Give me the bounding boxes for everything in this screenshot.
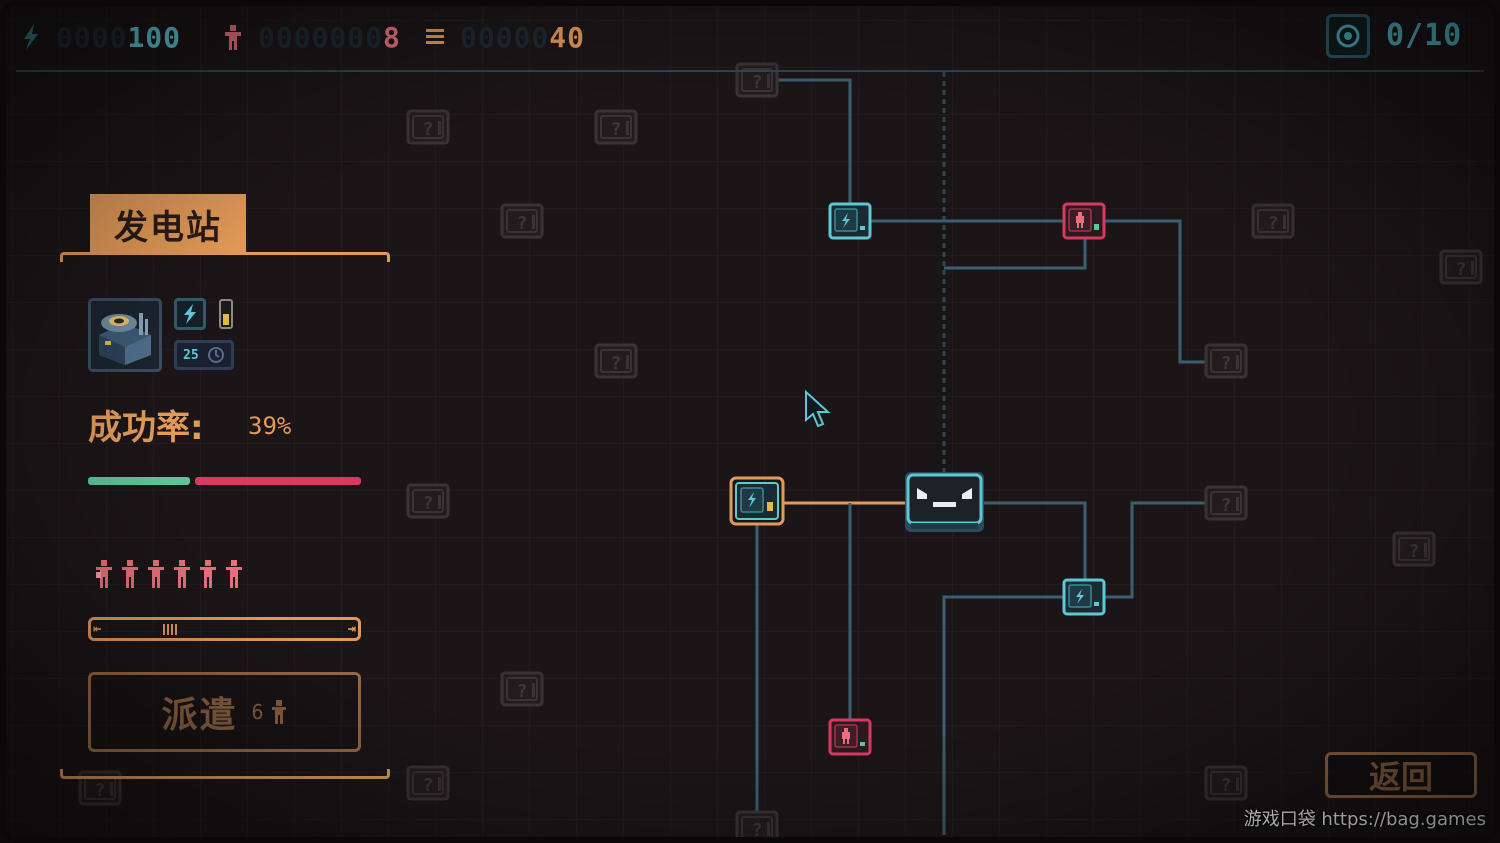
hud-divider bbox=[16, 70, 1484, 72]
link-pop-to-trunk bbox=[944, 238, 1087, 270]
materials-ghost-digits: 00000 bbox=[460, 20, 550, 54]
map-connections bbox=[755, 72, 1206, 835]
unknown-node[interactable] bbox=[406, 109, 450, 145]
unknown-node[interactable] bbox=[735, 810, 779, 843]
unknown-node[interactable] bbox=[1251, 203, 1295, 239]
unknown-node[interactable] bbox=[1204, 765, 1248, 801]
gear-icon bbox=[1336, 24, 1360, 48]
unknown-node[interactable] bbox=[1204, 485, 1248, 521]
watermark-text: 游戏口袋 https://bag.games bbox=[1243, 809, 1486, 830]
unknown-node[interactable] bbox=[1204, 343, 1248, 379]
arrow-left-icon[interactable]: ⇤ bbox=[93, 621, 102, 637]
dispatch-button[interactable]: 派遣 6 bbox=[88, 672, 361, 752]
worker-icon bbox=[174, 560, 190, 588]
success-bar-fill bbox=[88, 477, 190, 485]
battery-icon bbox=[219, 299, 233, 329]
population-counter: 0000000 8 bbox=[222, 18, 401, 56]
unknown-node[interactable] bbox=[406, 483, 450, 519]
stack-icon bbox=[426, 29, 444, 44]
energy-value: 100 bbox=[127, 20, 182, 54]
worker-icon bbox=[122, 560, 138, 588]
success-rate-label: 成功率: bbox=[88, 408, 204, 448]
unknown-node[interactable] bbox=[500, 203, 544, 239]
worker-icon bbox=[148, 560, 164, 588]
link-base-right bbox=[984, 501, 1087, 580]
energy-node[interactable] bbox=[828, 202, 872, 240]
lightning-icon bbox=[184, 304, 196, 324]
parts-value: 0/10 bbox=[1386, 18, 1463, 53]
panel-border-bottom bbox=[60, 769, 390, 779]
energy-node[interactable] bbox=[1062, 578, 1106, 616]
mouse-cursor-icon bbox=[805, 389, 831, 428]
return-label: 返回 bbox=[1368, 758, 1433, 796]
materials-counter: 00000 40 bbox=[424, 18, 585, 56]
clock-icon bbox=[207, 347, 224, 363]
time-cost-value: 25 bbox=[183, 347, 199, 363]
energy-output-badge bbox=[174, 298, 206, 330]
person-icon bbox=[225, 25, 241, 50]
materials-value: 40 bbox=[549, 20, 586, 54]
energy-node-selected[interactable] bbox=[729, 476, 785, 526]
resource-bar: 0000 100 0000000 8 00000 40 0/10 bbox=[0, 0, 1500, 74]
dispatch-count: 6 bbox=[251, 700, 264, 724]
panel-title: 发电站 bbox=[114, 207, 222, 248]
home-base-node[interactable] bbox=[905, 472, 984, 532]
link-top-a bbox=[778, 78, 852, 204]
unknown-node[interactable] bbox=[406, 765, 450, 801]
worker-icons bbox=[92, 558, 246, 592]
failure-bar-fill bbox=[195, 477, 361, 485]
building-info-panel: 发电站 25 bbox=[60, 194, 390, 779]
unknown-node[interactable] bbox=[1392, 531, 1436, 567]
worker-slider[interactable]: ⇤ ⇥ bbox=[88, 617, 361, 641]
dispatch-label: 派遣 bbox=[161, 695, 238, 736]
unknown-node[interactable] bbox=[594, 343, 638, 379]
unknown-node[interactable] bbox=[1439, 249, 1483, 285]
arrow-right-icon[interactable]: ⇥ bbox=[347, 621, 356, 637]
energy-ghost-digits: 0000 bbox=[56, 20, 128, 54]
population-node[interactable] bbox=[828, 718, 872, 756]
link-lower-trunk bbox=[942, 595, 1064, 835]
worker-icon bbox=[226, 560, 242, 588]
population-value: 8 bbox=[383, 20, 401, 54]
link-energy-right bbox=[1105, 501, 1206, 599]
panel-title-tab: 发电站 bbox=[90, 194, 246, 254]
population-node[interactable] bbox=[1062, 202, 1106, 240]
return-button[interactable]: 返回 bbox=[1325, 752, 1477, 798]
success-rate-value: 39% bbox=[248, 412, 292, 440]
energy-counter: 0000 100 bbox=[20, 18, 181, 56]
lightning-icon bbox=[24, 24, 38, 50]
parts-icon-box bbox=[1326, 14, 1370, 58]
unknown-node[interactable] bbox=[500, 671, 544, 707]
worker-icon bbox=[200, 560, 216, 588]
slider-handle[interactable] bbox=[163, 624, 179, 635]
worker-icon bbox=[96, 560, 112, 588]
link-pop-to-unknown bbox=[1105, 219, 1206, 364]
population-ghost-digits: 0000000 bbox=[258, 20, 384, 54]
time-cost-badge: 25 bbox=[174, 340, 234, 370]
power-station-image bbox=[88, 298, 162, 372]
person-icon bbox=[271, 700, 286, 724]
unknown-node[interactable] bbox=[594, 109, 638, 145]
